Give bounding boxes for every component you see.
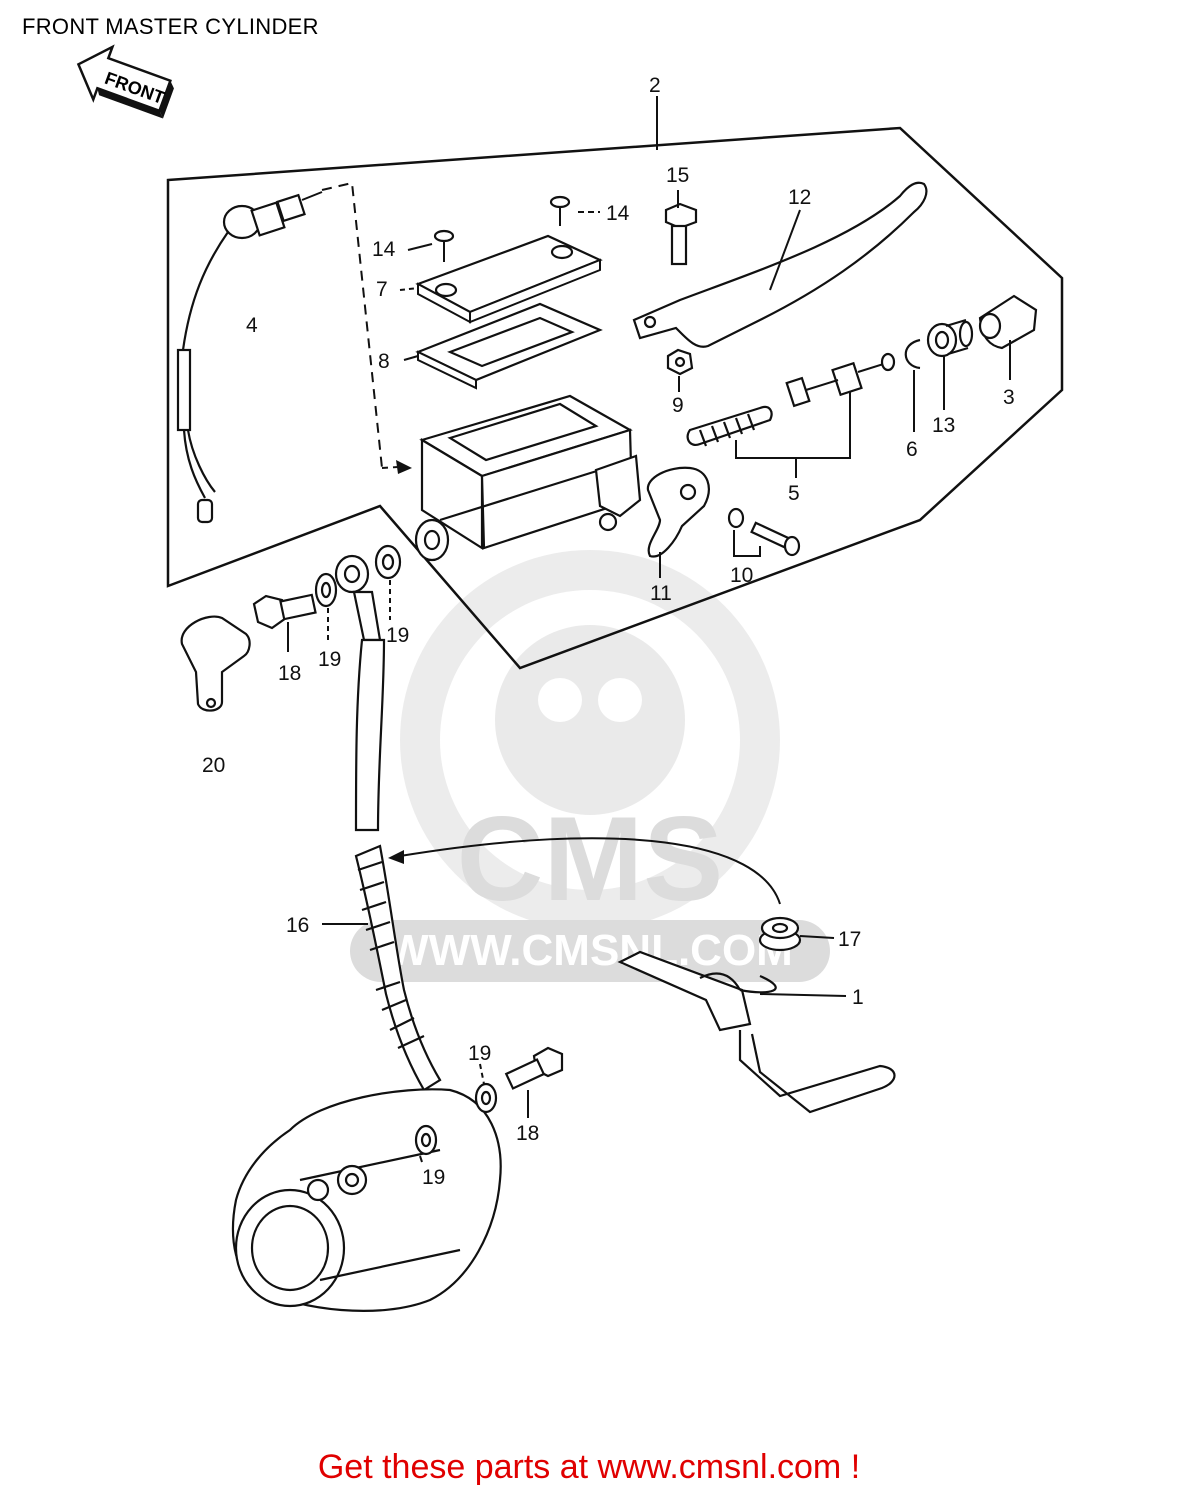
callout-4: 4 [246, 314, 258, 337]
callout-19a: 19 [386, 624, 409, 647]
assembly-outline [166, 126, 1064, 670]
cta-banner: Get these parts at www.cmsnl.com ! [0, 1448, 1178, 1487]
callout-labels: 2 15 12 14 14 7 4 8 9 3 6 13 5 10 11 19 … [202, 74, 1015, 1189]
part-brake-caliper [231, 1088, 502, 1312]
cta-link[interactable]: Get these parts at www.cmsnl.com ! [317, 1448, 861, 1486]
callout-20: 20 [202, 754, 225, 777]
callout-19d: 19 [468, 1042, 491, 1065]
callout-16: 16 [286, 914, 309, 937]
part-master-cylinder-body [414, 394, 642, 562]
part-circlip [904, 338, 921, 370]
callout-17: 17 [838, 928, 861, 951]
callout-7: 7 [376, 278, 388, 301]
leader-lines [287, 190, 1011, 1163]
part-washer-lower-b [414, 1124, 438, 1156]
part-screw-14b [549, 195, 571, 226]
part-dust-boot [926, 318, 974, 358]
callout-10: 10 [730, 564, 753, 587]
part-banjo-bolt-lower [504, 1046, 564, 1090]
callout-13: 13 [932, 414, 955, 437]
part-lever-cap [978, 294, 1038, 350]
callout-19b: 19 [318, 648, 341, 671]
page-title: FRONT MASTER CYLINDER [22, 14, 319, 39]
part-upper-hose [334, 554, 386, 832]
part-holder-clamp [646, 466, 710, 558]
part-washer-upper-b [374, 544, 402, 580]
callout-12: 12 [788, 186, 811, 209]
callout-6: 6 [906, 438, 918, 461]
part-hose-bracket [617, 950, 896, 1114]
part-grommet [758, 916, 802, 952]
watermark: CMS WWW.CMSNL.COM [350, 550, 830, 982]
callout-11: 11 [650, 582, 672, 605]
callout-3: 3 [1003, 386, 1015, 409]
part-piston-assembly [686, 352, 896, 447]
watermark-brand: CMS [457, 792, 724, 926]
callout-18a: 18 [278, 662, 301, 685]
callout-8: 8 [378, 350, 390, 373]
part-pivot-bolt [664, 202, 698, 266]
callout-2: 2 [649, 74, 661, 97]
callout-18b: 18 [516, 1122, 539, 1145]
front-arrow-icon: FRONT [76, 44, 174, 119]
part-rubber-cap [180, 615, 251, 712]
callout-1: 1 [852, 986, 864, 1009]
part-washer-lower-a [474, 1082, 498, 1114]
callout-15: 15 [666, 164, 689, 187]
part-banjo-bolt-upper [252, 593, 317, 630]
callout-14a: 14 [372, 238, 396, 261]
callout-14b: 14 [606, 202, 630, 225]
part-nut [666, 348, 694, 376]
part-screw-14a [433, 229, 455, 262]
part-washer-upper-a [314, 572, 338, 608]
part-brake-light-switch [176, 191, 323, 524]
part-diaphragm [415, 302, 603, 390]
callout-9: 9 [672, 394, 684, 417]
part-bolt-and-washer [727, 507, 801, 557]
callout-5: 5 [788, 482, 800, 505]
watermark-url: WWW.CMSNL.COM [387, 926, 793, 975]
part-reservoir-cap [415, 234, 603, 324]
callout-19e: 19 [422, 1166, 445, 1189]
